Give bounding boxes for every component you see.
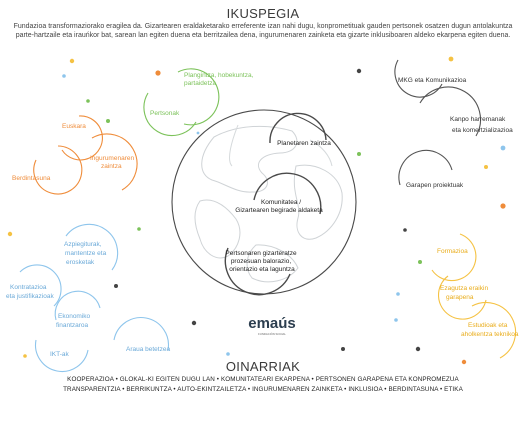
label-ekonomiko-1: Ekonomiko bbox=[58, 313, 91, 320]
arc-pertsonaren bbox=[224, 247, 291, 296]
vision-line-1: Fundazioa transformaziorako eragilea da.… bbox=[13, 23, 513, 30]
orange-cluster bbox=[33, 115, 138, 195]
label-kanpo-1: Kanpo harremanak bbox=[450, 116, 506, 123]
arc-komunitatea bbox=[253, 172, 322, 215]
center-komunitatea-1: Komunitatea / bbox=[261, 199, 301, 206]
vision-line-2: parte-hartzaile eta irauńkor bat, sarean… bbox=[15, 32, 511, 39]
label-estudioak-1: Estudioak eta bbox=[468, 322, 508, 329]
label-kontratazioa-1: Kontratazioa bbox=[10, 284, 47, 291]
label-ikt: IKT-ak bbox=[50, 351, 70, 358]
logo-sub: FUNDACIÓN SOCIAL bbox=[258, 331, 286, 336]
label-azpiegiturak-1: Azpiegiturak, bbox=[64, 241, 102, 248]
label-kanpo-2: eta komertzializazioa bbox=[452, 127, 513, 134]
footer-title: OINARRIAK bbox=[225, 359, 301, 374]
center-komunitatea-2: Gizartearen begirade aldaketa bbox=[235, 207, 323, 214]
page-title: IKUSPEGIA bbox=[226, 6, 300, 21]
yellow-cluster bbox=[431, 233, 517, 359]
footer-line-2: TRANSPARENTZIA • BERRIKUNTZA • AUTO-EKIN… bbox=[63, 386, 463, 393]
label-mkg: MKG eta Komunikazioa bbox=[398, 77, 467, 84]
blue-cluster bbox=[19, 223, 169, 373]
center-planetaren: Planetaren zaintza bbox=[277, 140, 331, 147]
label-ekonomiko-2: finantzaroa bbox=[56, 322, 89, 329]
label-estudioak-2: aholkentza teknikoa bbox=[461, 331, 519, 338]
logo: emaús bbox=[248, 315, 296, 332]
arc-planetaren bbox=[269, 112, 327, 144]
grey-cluster bbox=[394, 59, 482, 186]
center-pertsonaren-3: orientazio eta laguntza bbox=[229, 266, 295, 273]
label-ingurumena-1: Ingurumenaren bbox=[90, 155, 134, 162]
label-azpiegiturak-3: erosketak bbox=[66, 259, 95, 266]
label-berdintasuna: Berdintasuna bbox=[12, 175, 51, 182]
decorative-dots bbox=[7, 56, 506, 365]
label-araua: Araua betetzea bbox=[126, 346, 170, 353]
label-pertsonak: Pertsonak bbox=[150, 110, 180, 117]
label-plangintza-1: Plangintza, hobekuntza, bbox=[184, 72, 254, 79]
label-ingurumena-2: zaintza bbox=[101, 163, 122, 170]
green-cluster bbox=[143, 68, 220, 137]
label-plangintza-2: partaidetza bbox=[184, 80, 217, 87]
label-ezagutza-2: garapena bbox=[446, 294, 474, 301]
label-formazioa: Formazioa bbox=[437, 248, 468, 255]
label-azpiegiturak-2: mantentze eta bbox=[65, 250, 107, 257]
label-kontratazioa-2: eta justifikazioak bbox=[6, 293, 54, 300]
label-ezagutza-1: Ezagutza eraikin bbox=[440, 285, 488, 292]
label-garapen: Garapen proiektuak bbox=[406, 182, 464, 189]
center-pertsonaren-2: prozesuan balorazio, bbox=[231, 258, 292, 265]
label-euskara: Euskara bbox=[62, 123, 86, 130]
center-pertsonaren-1: Pertsonaren gizarteratze bbox=[225, 250, 297, 257]
footer-line-1: KOOPERAZIOA • GLOKAL-KI EGITEN DUGU LAN … bbox=[67, 376, 459, 383]
